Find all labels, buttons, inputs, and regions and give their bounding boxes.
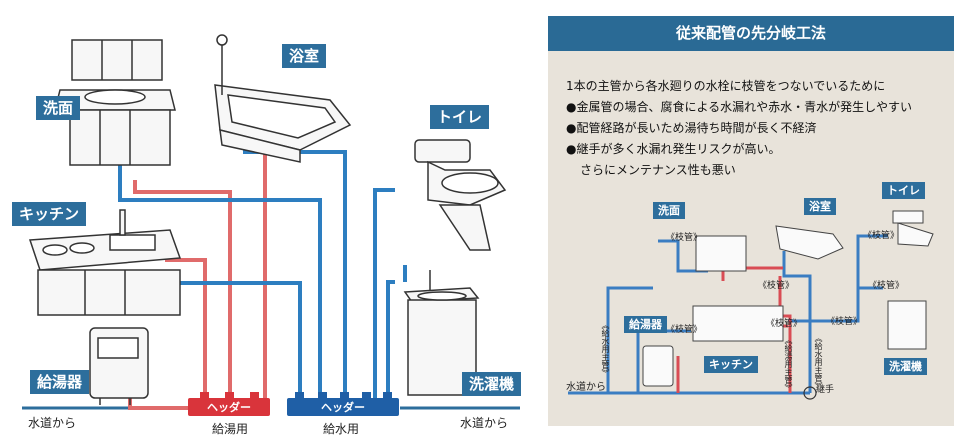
label-water-heater: 給湯器 <box>30 370 90 394</box>
conventional-piping-panel: 従来配管の先分岐工法 1本の主管から各水廻りの水栓に枝管をつないでいるために ●… <box>548 16 954 426</box>
mini-label-water-heater: 給湯器 <box>624 316 667 333</box>
mini-label-washer: 洗濯機 <box>884 358 927 375</box>
branch-label: 《枝管》 <box>863 231 900 241</box>
mini-vanity <box>695 235 747 272</box>
mini-bath <box>775 225 844 260</box>
joint-caption: 継手 <box>816 385 835 395</box>
water-inlet-right-caption: 水道から <box>460 416 509 430</box>
label-bath: 浴室 <box>282 44 327 68</box>
label-washroom: 洗面 <box>36 96 81 120</box>
mini-kitchen <box>692 305 784 342</box>
hot-main-label: 《給湯用主管》 <box>784 336 793 392</box>
mini-toilet <box>892 210 924 224</box>
mini-washer <box>887 300 927 350</box>
branch-label: 《枝管》 <box>868 281 905 291</box>
hot-header-label: ヘッダー <box>207 400 251 414</box>
description-line: ●金属管の場合、腐食による水漏れや赤水・青水が発生しやすい <box>566 100 912 114</box>
mini-label-bath: 浴室 <box>804 198 836 215</box>
bathtub-illustration <box>214 34 352 163</box>
branch-label: 《枝管》 <box>666 325 703 335</box>
cold-header <box>287 398 399 416</box>
mini-label-washroom: 洗面 <box>653 202 685 219</box>
water-heater-illustration <box>89 327 149 405</box>
branch-piping-diagram <box>568 210 934 400</box>
water-inlet-caption: 水道から <box>566 382 606 393</box>
branch-label: 《枝管》 <box>666 233 703 243</box>
cold-header-label: ヘッダー <box>321 400 365 414</box>
branch-label: 《枝管》 <box>758 281 795 291</box>
hot-header <box>188 398 270 416</box>
cold-main-label: 《給水用主管》 <box>601 321 610 377</box>
hot-header-caption: 給湯用 <box>212 422 249 436</box>
toilet-illustration <box>414 139 507 251</box>
cold-header-stubs <box>295 392 392 400</box>
mini-label-kitchen: キッチン <box>704 356 758 373</box>
description-line: 1本の主管から各水廻りの水栓に枝管をつないでいるために <box>566 79 886 93</box>
branch-label: 《枝管》 <box>826 317 863 327</box>
description-line: ●継手が多く水漏れ発生リスクが高い。 <box>566 142 781 156</box>
label-toilet: トイレ <box>430 105 490 129</box>
cold-header-caption: 給水用 <box>323 422 360 436</box>
panel-title: 従来配管の先分岐工法 <box>548 16 954 51</box>
label-washer: 洗濯機 <box>462 372 522 396</box>
cold-main-label-2: 《給水用主管》 <box>814 334 823 390</box>
mini-water-heater <box>642 345 674 387</box>
description-line: ●配管経路が長いため湯待ち時間が長く不経済 <box>566 121 817 135</box>
water-inlet-left-caption: 水道から <box>28 416 77 430</box>
hot-header-stubs <box>200 392 259 400</box>
washroom-vanity-illustration <box>54 39 176 166</box>
kitchen-counter-illustration <box>28 209 182 316</box>
label-kitchen: キッチン <box>12 202 87 226</box>
panel-description: 1本の主管から各水廻りの水栓に枝管をつないでいるために ●金属管の場合、腐食によ… <box>566 76 912 181</box>
branch-label: 《枝管》 <box>766 319 803 329</box>
cold-pipes <box>118 140 407 398</box>
mini-label-toilet: トイレ <box>882 182 925 199</box>
description-line: さらにメンテナンス性も悪い <box>580 163 736 177</box>
